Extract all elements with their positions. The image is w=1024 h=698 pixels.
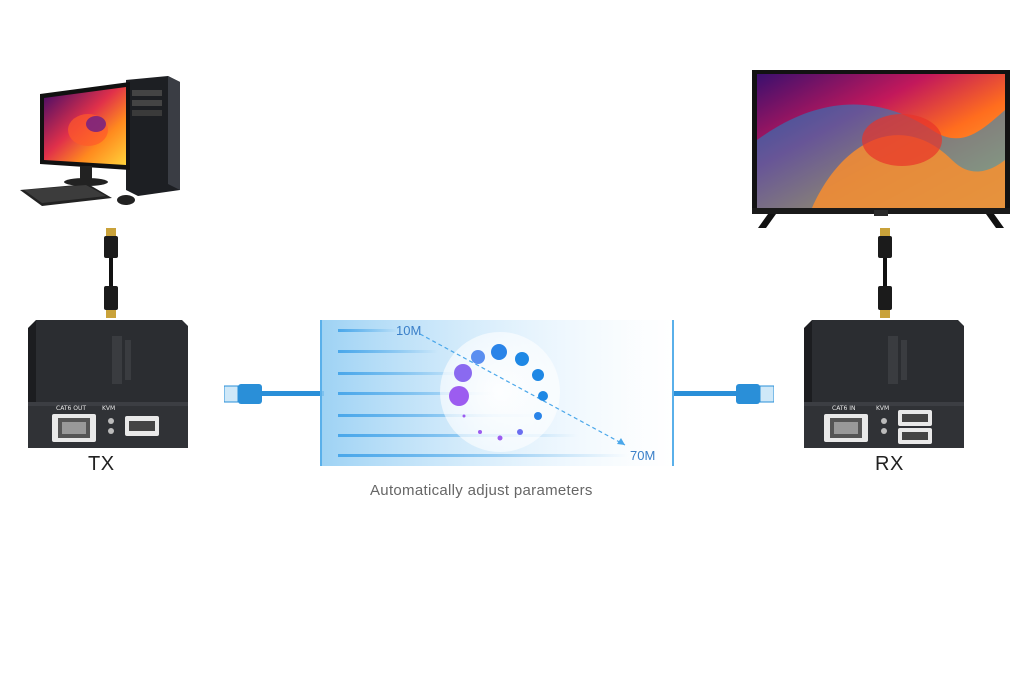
tx-port-label: CAT6 OUT [56, 405, 86, 412]
rx-port-label: CAT6 IN [832, 405, 856, 412]
rj45-cable-icon [224, 384, 324, 404]
speed-min-label: 10M [396, 323, 422, 338]
computer-icon [20, 76, 180, 206]
hdmi-cable-icon [878, 228, 892, 318]
transmission-caption: Automatically adjust parameters [370, 482, 593, 499]
tv-icon [752, 70, 1010, 228]
extender-box-icon [28, 320, 188, 448]
speed-max-label: 70M [630, 448, 656, 463]
hdmi-cable-icon [104, 228, 118, 318]
transmission-panel: 10M 70M [320, 320, 674, 466]
tx-label: TX [88, 453, 115, 475]
extender-box-icon [804, 320, 964, 448]
rj45-cable-icon [674, 384, 774, 404]
tx-kvm-label: KVM [102, 405, 116, 412]
rx-extender: CAT6 IN KVM [798, 318, 968, 450]
speed-lines-graphic [320, 320, 674, 466]
rx-label: RX [875, 453, 904, 475]
tx-extender: CAT6 OUT KVM [22, 318, 192, 450]
rx-kvm-label: KVM [876, 405, 890, 412]
